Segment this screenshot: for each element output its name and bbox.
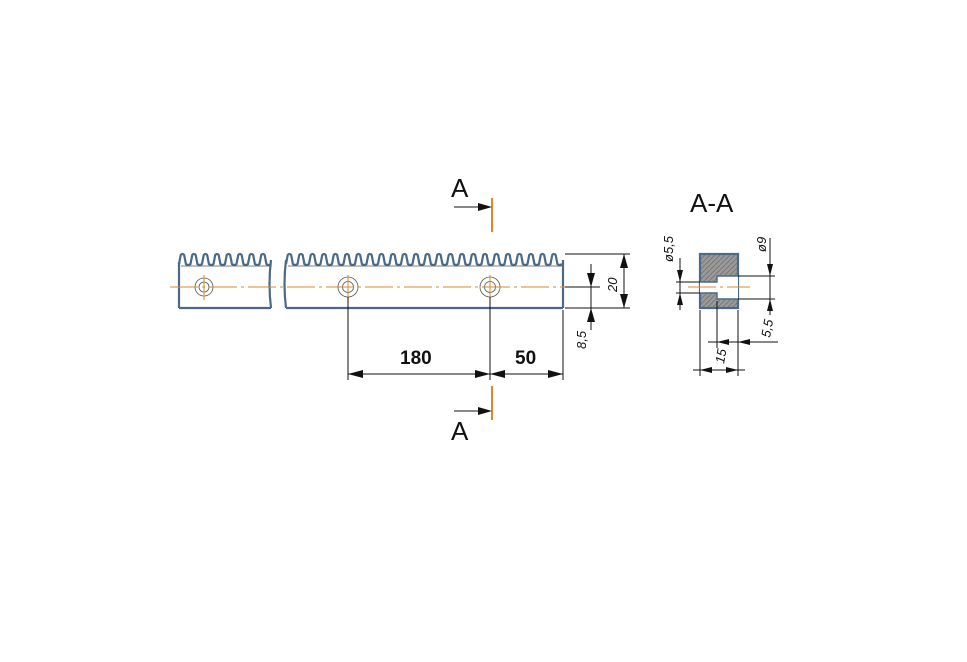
dim-8-5-text: 8,5 xyxy=(574,330,589,349)
rack-main-segment xyxy=(283,252,565,310)
dim-180-text: 180 xyxy=(400,348,432,369)
dim-counterbore-diameter-text: ø9 xyxy=(754,237,769,252)
section-marker-top: A xyxy=(451,173,493,232)
section-label-top: A xyxy=(451,173,469,203)
dimension-hole-pitch: 180 50 xyxy=(347,297,564,380)
section-view: A-A ø5,5 ø9 15 5,5 xyxy=(661,188,778,376)
section-marker-bottom: A xyxy=(451,386,493,446)
dim-20-text: 20 xyxy=(605,277,620,293)
rack-main-teeth xyxy=(284,252,563,267)
section-label-bottom: A xyxy=(451,416,469,446)
section-view-title: A-A xyxy=(690,188,734,218)
dimension-axis-height: 8,5 xyxy=(565,264,600,349)
rack-left-teeth xyxy=(177,252,272,267)
dim-50-text: 50 xyxy=(515,348,536,369)
dim-15-text: 15 xyxy=(712,347,729,365)
rack-left-segment xyxy=(177,252,273,310)
dim-counterbore-depth-text: 5,5 xyxy=(758,317,776,338)
dimension-rack-height: 20 xyxy=(565,253,630,309)
dim-hole-diameter-text: ø5,5 xyxy=(661,235,676,262)
